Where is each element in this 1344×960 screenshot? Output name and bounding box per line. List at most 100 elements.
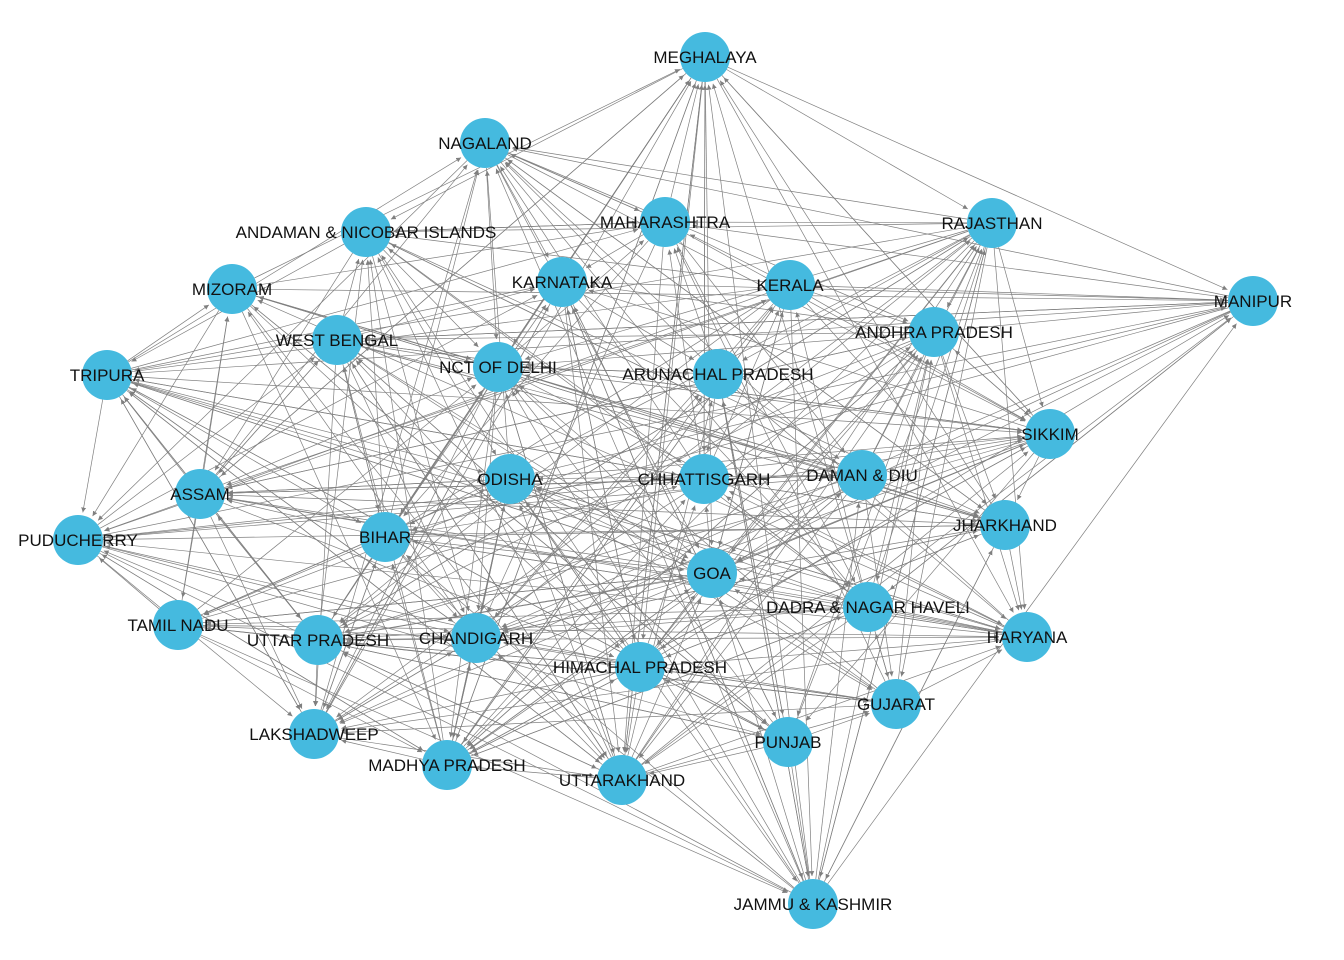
node-label-uttarpradesh: UTTAR PRADESH xyxy=(247,631,389,650)
edge-nagaland-to-delhi xyxy=(486,167,499,340)
edge-andhra-to-manipur xyxy=(958,301,1226,330)
edge-damandiu-to-sikkim xyxy=(886,438,1023,471)
node-circle-rajasthan xyxy=(967,198,1017,248)
node-circle-chhattisgarh xyxy=(679,454,729,504)
edge-tamilnadu-to-jammu xyxy=(200,634,788,894)
edge-chandigarh-to-tripura xyxy=(129,391,456,624)
edge-nagaland-to-puducherry xyxy=(97,160,468,521)
node-damandiu: DAMAN & DIU xyxy=(806,450,918,500)
edge-himachal-to-puducherry xyxy=(105,544,616,662)
edge-madhya-to-chhattisgarh xyxy=(463,499,686,747)
node-jharkhand: JHARKHAND xyxy=(953,500,1057,550)
edge-bihar-to-chandigarh xyxy=(401,555,458,618)
node-circle-himachal xyxy=(615,642,665,692)
node-label-nagaland: NAGALAND xyxy=(438,134,532,153)
node-tripura: TRIPURA xyxy=(70,350,145,400)
node-circle-meghalaya xyxy=(680,32,730,82)
node-circle-kerala xyxy=(765,260,815,310)
edge-jammu-to-rajasthan xyxy=(819,250,987,880)
edge-manipur-to-karnataka xyxy=(589,280,1229,301)
edge-rajasthan-to-sikkim xyxy=(998,247,1044,408)
edge-assam-to-lakshadweep xyxy=(210,516,303,709)
edge-westbengal-to-andaman xyxy=(343,258,360,316)
edge-punjab-to-gujarat xyxy=(811,712,870,735)
node-label-kerala: KERALA xyxy=(756,276,824,295)
edge-maharashtra-to-karnataka xyxy=(586,234,644,269)
edge-tamilnadu-to-goa xyxy=(202,573,685,623)
node-circle-bihar xyxy=(360,512,410,562)
node-label-sikkim: SIKKIM xyxy=(1021,425,1079,444)
edge-andhra-to-haryana xyxy=(940,355,1020,611)
edge-punjab-to-delhi xyxy=(514,388,773,723)
node-lakshadweep: LAKSHADWEEP xyxy=(249,709,379,759)
node-meghalaya: MEGHALAYA xyxy=(653,32,757,82)
node-label-manipur: MANIPUR xyxy=(1214,292,1292,311)
edge-haryana-to-mizoram xyxy=(257,299,1005,628)
edge-assam-to-tripura xyxy=(123,396,185,475)
edge-goa-to-kerala xyxy=(718,311,784,549)
edge-meghalaya-to-himachal xyxy=(641,81,703,640)
edge-chandigarh-to-mizoram xyxy=(247,311,462,618)
edge-arunachal-to-chhattisgarh xyxy=(705,398,716,452)
edge-meghalaya-to-andaman xyxy=(390,68,683,220)
edge-gujarat-to-lakshadweep xyxy=(341,704,872,735)
edge-lakshadweep-to-meghalaya xyxy=(326,81,692,713)
node-circle-puducherry xyxy=(53,515,103,565)
node-label-andhra: ANDHRA PRADESH xyxy=(855,323,1013,342)
edge-rajasthan-to-nagaland xyxy=(512,145,968,220)
edge-goa-to-chhattisgarh xyxy=(704,506,711,549)
edge-assam-to-andhra xyxy=(224,336,907,489)
edge-bihar-to-goa xyxy=(409,539,685,572)
edge-gujarat-to-andhra xyxy=(898,359,934,680)
edge-madhya-to-bihar xyxy=(391,563,441,741)
edge-chhattisgarh-to-maharashtra xyxy=(667,249,701,455)
node-label-madhya: MADHYA PRADESH xyxy=(368,756,525,775)
edge-tripura-to-sikkim xyxy=(131,376,1023,435)
node-label-punjab: PUNJAB xyxy=(754,733,821,752)
edge-gujarat-to-haryana xyxy=(918,649,1003,693)
edge-damandiu-to-madhya xyxy=(469,489,842,750)
edge-kerala-to-manipur xyxy=(814,285,1226,303)
edge-manipur-to-goa xyxy=(736,311,1231,561)
edge-bihar-to-andaman xyxy=(365,259,384,513)
edge-uttarakhand-to-goa xyxy=(631,598,702,758)
edge-sikkim-to-uttarpradesh xyxy=(344,440,1026,634)
edge-manipur-to-nagaland xyxy=(512,147,1229,297)
edge-mizoram-to-maharashtra xyxy=(256,224,638,286)
node-circle-goa xyxy=(687,548,737,598)
edge-andaman-to-assam xyxy=(214,252,353,471)
node-circle-andaman xyxy=(341,207,391,257)
node-odisha: ODISHA xyxy=(477,454,543,504)
node-rajasthan: RAJASTHAN xyxy=(941,198,1043,248)
edge-mizoram-to-madhya xyxy=(241,311,436,740)
edge-gujarat-to-goa xyxy=(734,588,876,690)
edge-himachal-to-chandigarh xyxy=(503,641,616,663)
edge-uttarpradesh-to-assam xyxy=(217,515,303,621)
edge-kerala-to-andhra xyxy=(813,292,908,325)
edge-goa-to-tripura xyxy=(133,382,689,566)
node-dadra: DADRA & NAGAR HAVELI xyxy=(766,582,970,632)
edge-jammu-to-arunachal xyxy=(721,401,809,880)
edge-karnataka-to-uttarakhand xyxy=(564,306,621,753)
edge-meghalaya-to-manipur xyxy=(727,66,1228,290)
edge-westbengal-to-delhi xyxy=(361,343,471,365)
edge-puducherry-to-jharkhand xyxy=(102,523,978,540)
edge-uttarakhand-to-westbengal xyxy=(351,363,609,760)
edge-andhra-to-tamilnadu xyxy=(203,340,911,616)
edge-himachal-to-haryana xyxy=(664,637,1000,666)
edge-tripura-to-mizoram xyxy=(127,304,210,362)
node-nagaland: NAGALAND xyxy=(438,118,532,168)
edge-manipur-to-maharashtra xyxy=(692,223,1229,299)
edge-gujarat-to-dadra xyxy=(874,633,890,681)
edge-damandiu-to-delhi xyxy=(524,374,839,469)
node-label-damandiu: DAMAN & DIU xyxy=(806,466,917,485)
edge-sikkim-to-jharkhand xyxy=(1017,456,1040,501)
edge-delhi-to-chandigarh xyxy=(476,391,497,611)
edge-chhattisgarh-to-tripura xyxy=(134,378,680,476)
edge-goa-to-rajasthan xyxy=(727,244,975,554)
node-circle-maharashtra xyxy=(640,197,690,247)
node-circle-nagaland xyxy=(460,118,510,168)
edge-rajasthan-to-andhra xyxy=(946,244,981,308)
edge-lakshadweep-to-nagaland xyxy=(320,169,479,711)
